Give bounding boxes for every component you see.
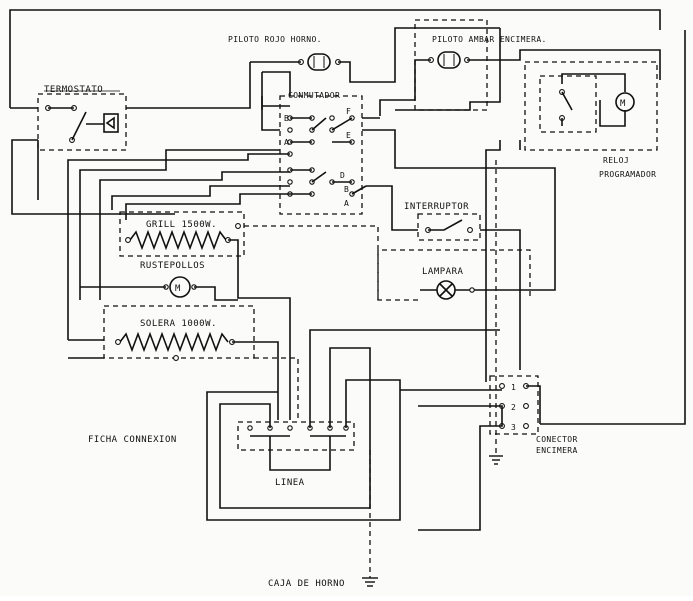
termostato-label: TERMOSTATO: [44, 85, 103, 95]
interruptor-switch-arm: [428, 219, 463, 231]
wire-ladder-1: [67, 153, 290, 340]
wire-left-lower: [11, 139, 175, 215]
grill-feed: [228, 239, 291, 420]
reloj-motor-wires: [561, 73, 626, 127]
wire-top-loop: [9, 9, 661, 108]
piloto-ambar-label: PILOTO AMBAR ENCIMERA.: [432, 35, 547, 44]
wire-ficha-conector: [400, 389, 503, 531]
conmutador-top-bank: [287, 115, 355, 157]
conmutador-letter-f: F: [346, 107, 351, 116]
piloto-ambar-dashed-frame: [414, 19, 488, 111]
solera-feed: [68, 339, 279, 420]
reloj-programador-frame: [524, 61, 658, 151]
conmutador-letter-a: A: [284, 138, 289, 147]
solera-dashed-return: [254, 357, 299, 420]
rustepollos-wires: [80, 286, 238, 301]
solera-label: SOLERA 1000W.: [140, 319, 217, 329]
piloto-rojo-wire-r: [338, 27, 500, 83]
ficha-bus-2: [300, 435, 346, 471]
piloto-ambar-wire-r: [467, 49, 661, 80]
piloto-rojo-lamp-icon: [307, 53, 331, 71]
termostato-box: [37, 93, 127, 151]
grill-frame: [119, 211, 245, 257]
caja-horno-label: CAJA DE HORNO: [268, 579, 345, 589]
lampara-terminal: [469, 287, 475, 293]
caja-ground-icon: [362, 577, 378, 587]
reloj-motor-icon: [615, 92, 635, 112]
conmutador-letter-e: E: [346, 131, 351, 140]
reloj-wire-down: [485, 140, 521, 382]
termostato-bulb-icon: [103, 113, 119, 133]
termostato-triangle-icon: [105, 116, 115, 130]
interruptor-label: INTERRUPTOR: [404, 202, 469, 212]
ficha-terminals: [247, 425, 349, 431]
reloj-label: RELOJ: [603, 156, 629, 165]
programador-label: PROGRAMADOR: [599, 170, 656, 179]
reloj-inner-switch-box: [539, 75, 597, 133]
reloj-motor-m: M: [620, 99, 626, 109]
ficha-connexion-block: [237, 421, 355, 451]
wire-ficha-loop-outer: [206, 379, 401, 521]
termostato-wire-out: [126, 62, 251, 109]
interruptor-wires: [366, 185, 521, 370]
solera-bottom-terminal: [173, 355, 179, 361]
piloto-ambar-lamp-icon: [437, 51, 461, 69]
ficha-bus-1: [250, 435, 300, 471]
encimera-label: ENCIMERA: [536, 446, 578, 455]
wire-ambar-to-conmutador: [395, 28, 501, 111]
wire-ficha-up-1: [309, 329, 500, 428]
conector-wire-right: [526, 385, 541, 424]
termostato-switch-arm: [48, 107, 87, 141]
interruptor-contact-2: [467, 227, 473, 233]
interruptor-frame: [417, 213, 481, 241]
reloj-switch-arm: [561, 91, 573, 126]
conector-label: CONECTOR: [536, 435, 578, 444]
ficha-connexion-label: FICHA CONNEXION: [88, 435, 177, 445]
lampara-label: LAMPARA: [422, 267, 464, 277]
conmutador-letter-a2: A: [344, 199, 349, 208]
grill-label: GRILL 1500W.: [146, 220, 217, 230]
grill-dashed-link: [244, 225, 420, 301]
wire-ladder-4: [111, 185, 290, 210]
rustepollos-motor-icon: [169, 276, 191, 298]
conector-num-2: 2: [511, 403, 516, 412]
linea-label: LINEA: [275, 478, 305, 488]
conector-num-3: 3: [511, 423, 516, 432]
solera-heater-coil: [119, 331, 229, 353]
lampara-cross-icon: [439, 283, 453, 297]
conmutador-letter-b: B: [284, 114, 289, 123]
wire-right-outer: [540, 30, 686, 425]
wire-ladder-2: [79, 149, 280, 300]
lampara-dashed-box: [377, 249, 531, 300]
conector-ground-icon: [489, 455, 503, 465]
rustepollos-motor-m: M: [175, 284, 181, 294]
conmutador-feed-wires: [261, 96, 556, 291]
solera-frame: [103, 305, 255, 359]
conmutador-box: [279, 95, 363, 215]
piloto-rojo-feed: [261, 71, 291, 110]
grill-heater-coil: [129, 229, 227, 251]
grill-terminal-extra: [235, 223, 241, 229]
conector-frame: [489, 375, 539, 435]
wire-ficha-loop-inner: [219, 347, 371, 509]
wire-ladder-3: [99, 171, 290, 300]
wire-ladder-5: [125, 193, 290, 220]
conmutador-bottom-bank: [287, 167, 367, 197]
conmutador-letter-b2: B: [344, 185, 349, 194]
conmutador-letter-d: D: [340, 171, 345, 180]
rustepollos-label: RUSTEPOLLOS: [140, 261, 205, 271]
grill-terminal-l: [125, 237, 131, 243]
solera-terminal-l: [115, 339, 121, 345]
piloto-ambar-wire-l: [379, 59, 431, 116]
conmutador-label: CONMUTADOR: [288, 91, 340, 100]
conector-num-1: 1: [511, 383, 516, 392]
piloto-rojo-label: PILOTO ROJO HORNO.: [228, 35, 322, 44]
